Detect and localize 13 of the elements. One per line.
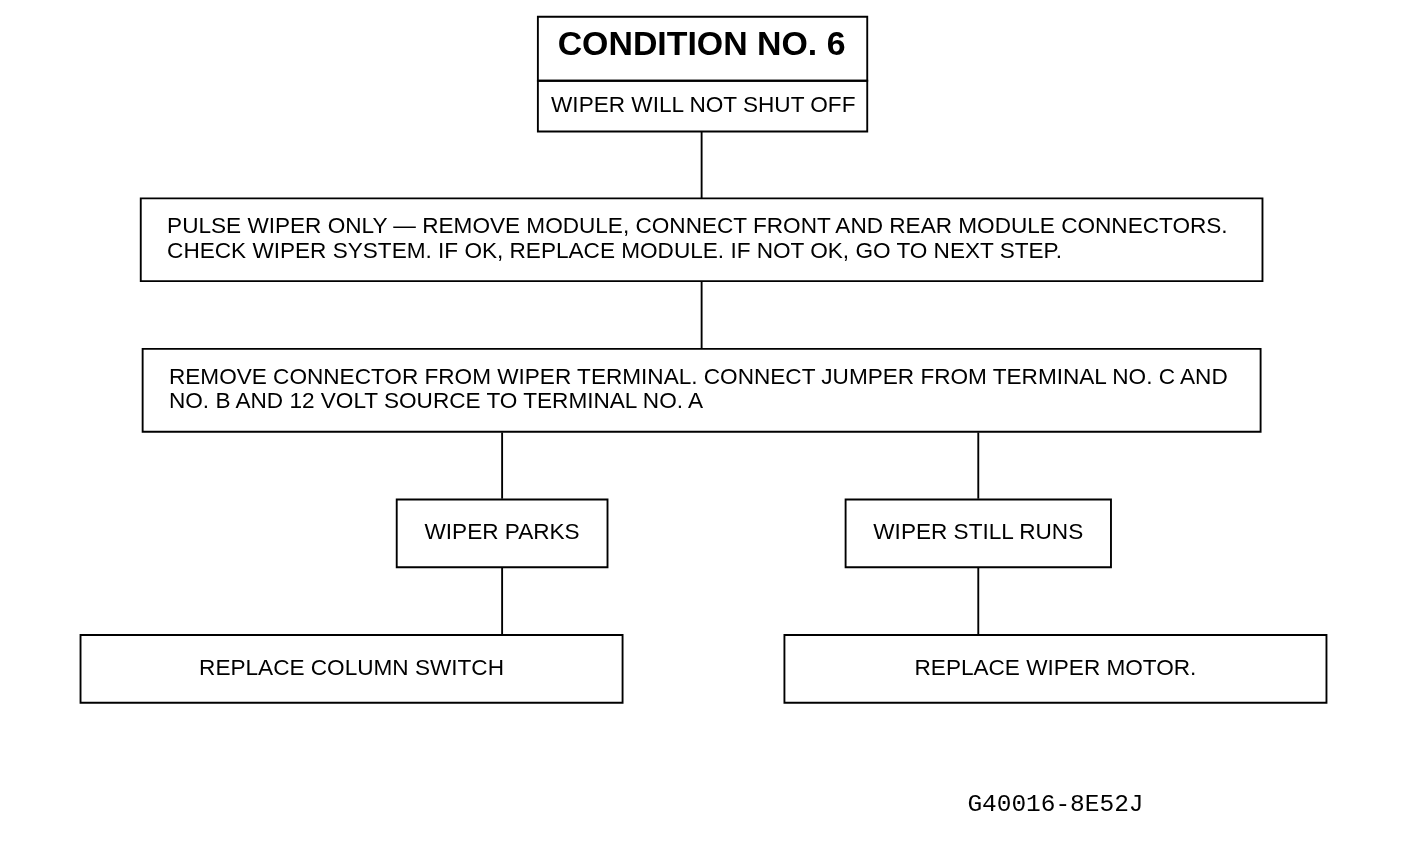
node-box: WIPER PARKS bbox=[395, 498, 608, 569]
node-box: REPLACE WIPER MOTOR. bbox=[783, 634, 1327, 704]
connector bbox=[500, 431, 503, 500]
label: G40016-8E52J bbox=[966, 790, 1143, 818]
connector bbox=[700, 130, 703, 199]
node-box: REMOVE CONNECTOR FROM WIPER TERMINAL. CONNECT JUMPER FROM TERMINAL NO. C AND NO. B AND 12 VOLT SOURCE TO TERMINAL NO. A bbox=[141, 347, 1262, 433]
connector bbox=[500, 566, 503, 636]
connector bbox=[700, 280, 703, 350]
connector bbox=[976, 566, 979, 636]
node-box: REPLACE COLUMN SWITCH bbox=[79, 634, 623, 704]
node-box: WIPER STILL RUNS bbox=[844, 498, 1112, 569]
node-box: PULSE WIPER ONLY — REMOVE MODULE, CONNECT FRONT AND REAR MODULE CONNECTORS. CHECK WIPER SYSTEM. IF OK, REPLACE MODULE. IF NOT OK, GO TO NEXT STEP. bbox=[139, 197, 1263, 283]
connector bbox=[976, 431, 979, 500]
